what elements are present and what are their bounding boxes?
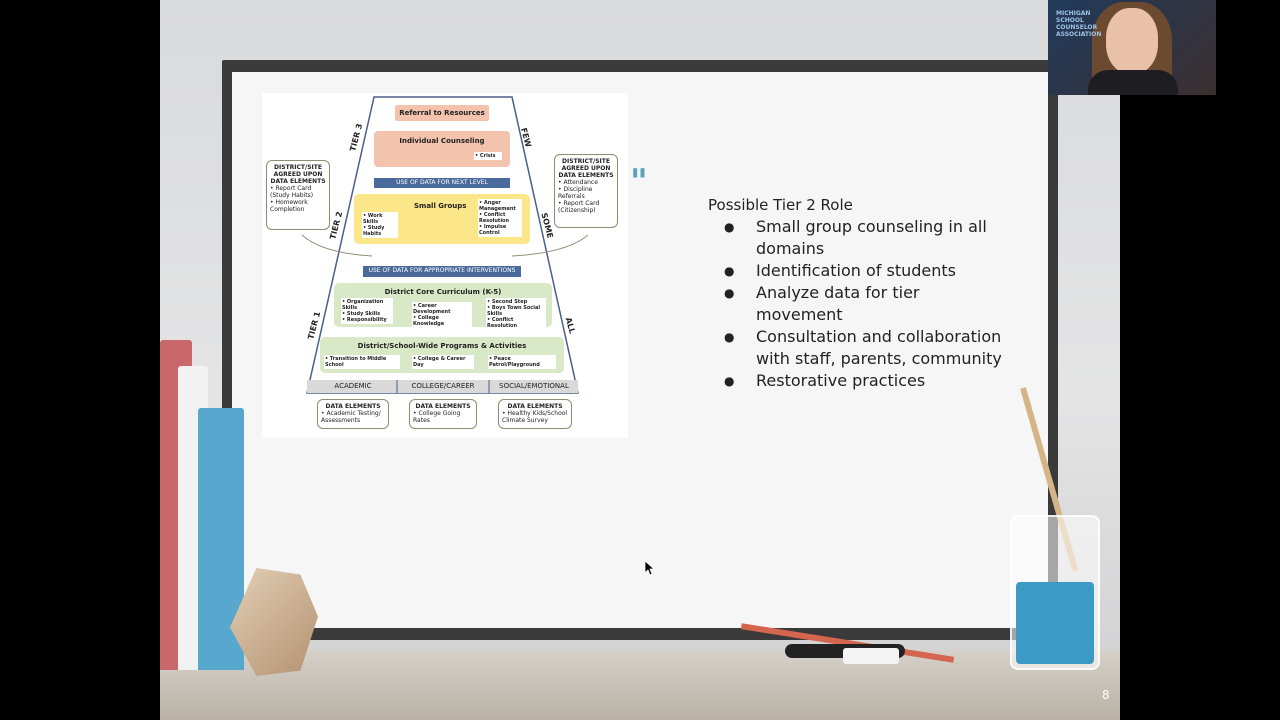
small-groups-right: • Anger Management • Conflict Resolution… <box>478 199 522 237</box>
appropriate-interventions-bar: USE OF DATA FOR APPROPRIATE INTERVENTION… <box>363 266 521 277</box>
bullet-item: Small group counseling in all domains <box>724 216 1008 260</box>
data-elements-career-items: • College Going Rates <box>413 410 461 424</box>
small-groups-title: Small Groups <box>414 202 467 210</box>
data-elements-academic-items: • Academic Testing/ Assessments <box>321 410 381 424</box>
data-elements-career-title: DATA ELEMENTS <box>415 403 471 410</box>
eraser <box>843 648 899 664</box>
presenter-body <box>1088 70 1178 95</box>
small-groups-left: • Work Skills • Study Habits <box>362 212 398 238</box>
bullet-item: Consultation and collaboration with staf… <box>724 326 1008 370</box>
school-wide-programs-title: District/School-Wide Programs & Activiti… <box>357 342 527 350</box>
programs-career: • College & Career Day <box>412 355 474 369</box>
core-academic: • Organization Skills • Study Skills • R… <box>341 298 393 324</box>
right-data-elements-items: • Attendance • Discipline Referrals • Re… <box>558 179 600 214</box>
mtss-pyramid-diagram: Referral to Resources Individual Counsel… <box>262 93 628 438</box>
school-wide-programs: District/School-Wide Programs & Activiti… <box>320 337 564 373</box>
data-elements-academic-title: DATA ELEMENTS <box>325 403 381 410</box>
water-jar <box>1010 515 1100 670</box>
left-data-elements-items: • Report Card (Study Habits) • Homework … <box>270 185 314 213</box>
column-academic: ACADEMIC <box>334 382 372 390</box>
tier2-role-content: Possible Tier 2 Role Small group counsel… <box>708 196 1008 392</box>
bullet-item: Identification of students <box>724 260 1008 282</box>
data-elements-social-title: DATA ELEMENTS <box>507 403 563 410</box>
data-elements-academic: DATA ELEMENTS • Academic Testing/ Assess… <box>317 399 389 429</box>
referral-to-resources: Referral to Resources <box>395 105 489 121</box>
programs-academic: • Transition to Middle School <box>324 355 400 369</box>
individual-counseling: Individual Counseling • Crisis <box>374 131 510 167</box>
small-groups: Small Groups • Work Skills • Study Habit… <box>354 194 530 244</box>
mouse-cursor-icon <box>645 561 655 575</box>
column-college-career: COLLEGE/CAREER <box>411 382 475 390</box>
column-social-emotional: SOCIAL/EMOTIONAL <box>499 382 569 390</box>
presenter-webcam: MICHIGAN SCHOOL COUNSELOR ASSOCIATION <box>1048 0 1216 95</box>
right-data-elements-box: DISTRICT/SITE AGREED UPON DATA ELEMENTS … <box>554 154 618 228</box>
role-title: Possible Tier 2 Role <box>708 196 853 214</box>
core-curriculum-title: District Core Curriculum (K-5) <box>384 288 502 296</box>
data-elements-social-items: • Healthy Kids/School Climate Survey <box>502 410 568 424</box>
right-data-elements-title: DISTRICT/SITE AGREED UPON DATA ELEMENTS <box>558 158 614 179</box>
core-social: • Second Step • Boys Town Social Skills … <box>486 298 546 330</box>
next-level-interventions-bar: USE OF DATA FOR NEXT LEVEL INTERVENTIONS <box>374 178 510 195</box>
role-bullet-list: Small group counseling in all domains Id… <box>724 216 1008 392</box>
individual-counseling-title: Individual Counseling <box>399 137 485 145</box>
association-logo: MICHIGAN SCHOOL COUNSELOR ASSOCIATION <box>1056 10 1102 38</box>
jar-water <box>1016 582 1094 664</box>
data-elements-career: DATA ELEMENTS • College Going Rates <box>409 399 477 429</box>
presenter-face <box>1106 8 1158 74</box>
data-elements-social: DATA ELEMENTS • Healthy Kids/School Clim… <box>498 399 572 429</box>
left-data-elements-box: DISTRICT/SITE AGREED UPON DATA ELEMENTS … <box>266 160 330 230</box>
core-curriculum: District Core Curriculum (K-5) • Organiz… <box>334 283 552 330</box>
left-data-elements-title: DISTRICT/SITE AGREED UPON DATA ELEMENTS <box>270 164 326 185</box>
programs-social: • Peace Patrol/Playground <box>488 355 556 369</box>
quote-mark-icon: " <box>630 162 648 202</box>
crisis-item: • Crisis <box>474 152 502 160</box>
bullet-item: Analyze data for tier movement <box>724 282 1008 326</box>
bullet-item: Restorative practices <box>724 370 1008 392</box>
slide-number: 8 <box>1102 688 1110 702</box>
shelf <box>160 650 1120 720</box>
core-career: • Career Development • College Knowledge <box>412 302 472 328</box>
